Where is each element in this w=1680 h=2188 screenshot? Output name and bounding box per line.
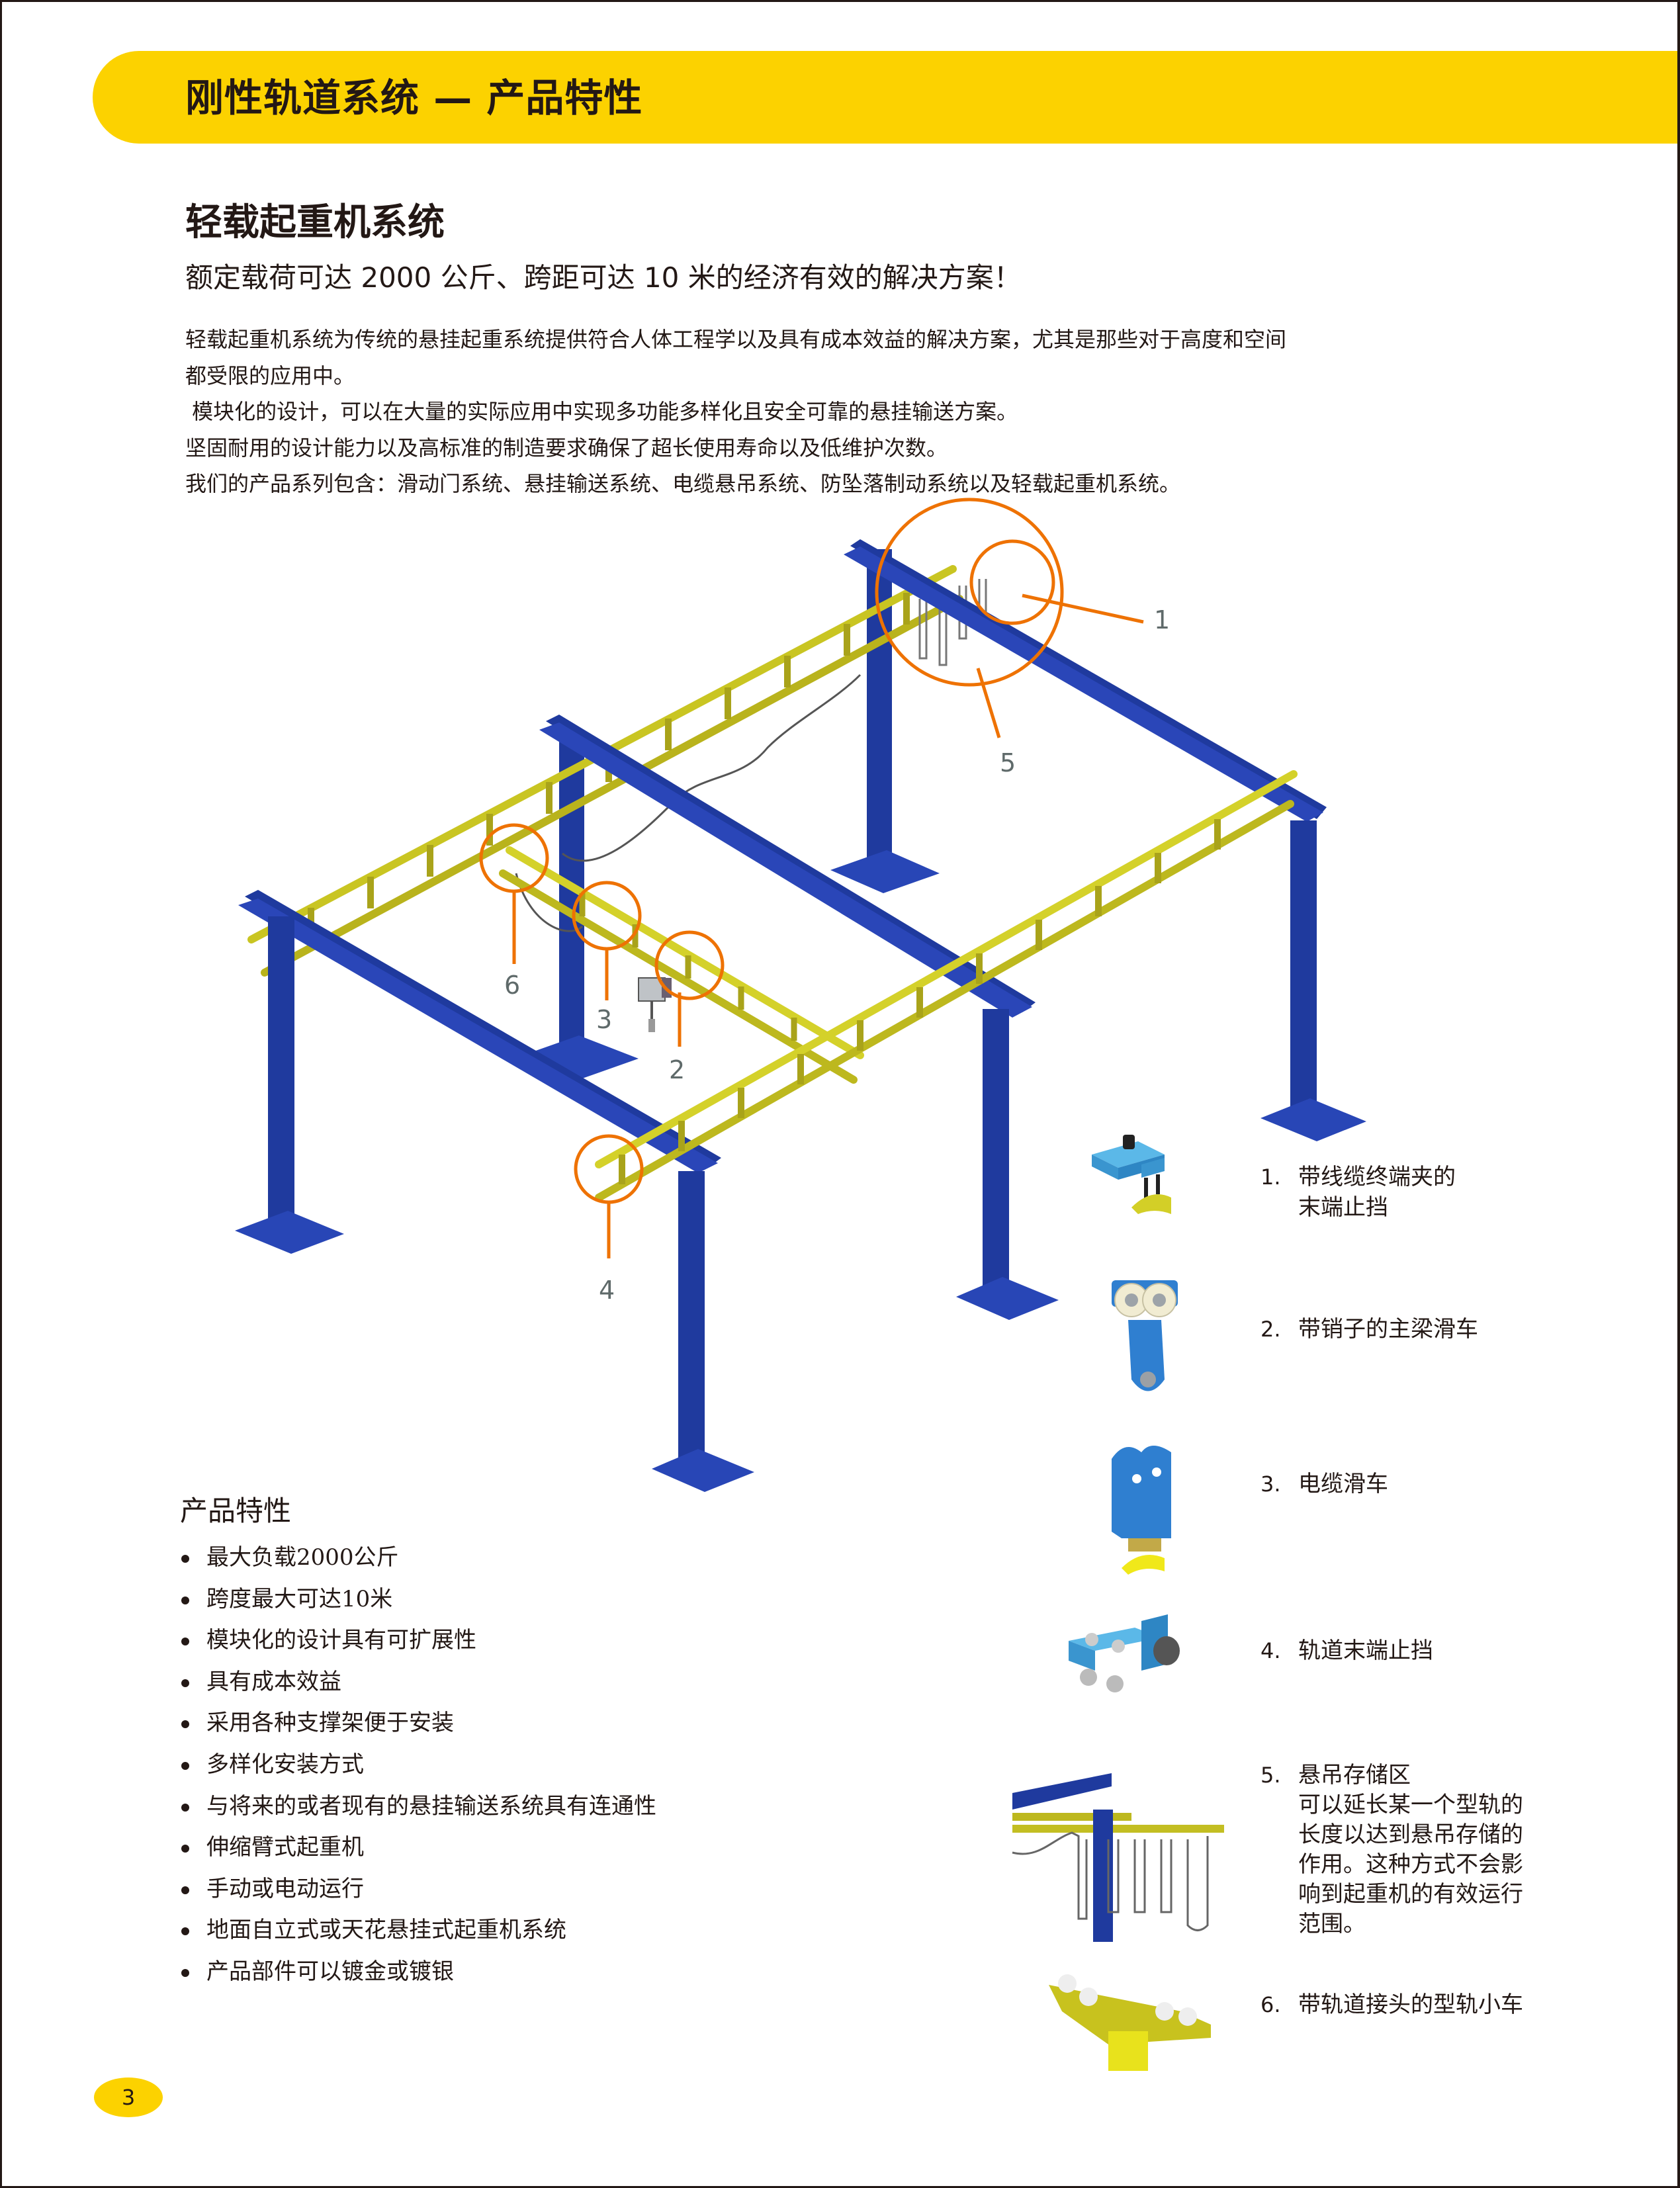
feature-item: 与将来的或者现有的悬挂输送系统具有连通性 <box>180 1786 656 1827</box>
callout-circle-1 <box>969 539 1055 625</box>
hoist-icon <box>638 977 672 1032</box>
callout-number-4: 4 <box>599 1276 615 1305</box>
feature-item: 具有成本效益 <box>180 1661 656 1703</box>
section-heading: 轻载起重机系统 <box>185 201 445 244</box>
page-number-badge: 3 <box>94 2078 163 2117</box>
callout-number-3: 3 <box>596 1005 612 1034</box>
intro-line: 轻载起重机系统为传统的悬挂起重系统提供符合人体工程学以及具有成本效益的解决方案，… <box>185 327 1287 352</box>
callout-leader-1 <box>1022 593 1144 624</box>
frame-legs-back <box>523 549 940 1078</box>
callouts <box>479 498 1144 1258</box>
intro-line: 坚固耐用的设计能力以及高标准的制造要求确保了超长使用寿命以及低维护次数。 <box>185 435 948 460</box>
intro-line: 我们的产品系列包含：滑动门系统、悬挂输送系统、电缆悬吊系统、防坠落制动系统以及轻… <box>185 471 1181 496</box>
frame-legs-front <box>235 820 1366 1492</box>
bullet-icon <box>181 1803 189 1812</box>
page-title: 刚性轨道系统 — 产品特性 <box>185 75 643 120</box>
bullet-icon <box>181 1555 189 1563</box>
bullet-icon <box>181 1761 189 1770</box>
callout-circle-5 <box>875 498 1064 687</box>
features-list: 最大负载2000公斤 跨度最大可达10米 模块化的设计具有可扩展性 具有成本效益… <box>180 1537 656 1993</box>
runway-rail-back-rungs <box>308 593 910 940</box>
bullet-icon <box>181 1679 189 1687</box>
intro-text: 轻载起重机系统为传统的悬挂起重系统提供符合人体工程学以及具有成本效益的解决方案，… <box>185 322 1476 502</box>
callout-number-2: 2 <box>669 1055 685 1084</box>
bullet-icon <box>181 1968 189 1977</box>
callout-number-1: 1 <box>1154 605 1170 635</box>
intro-line: 模块化的设计，可以在大量的实际应用中实现多功能多样化且安全可靠的悬挂输送方案。 <box>185 399 1018 424</box>
feature-item: 最大负载2000公斤 <box>180 1537 656 1579</box>
cable-trolley-icon <box>1112 1446 1171 1575</box>
bullet-icon <box>181 1845 189 1853</box>
rail-trolley-with-joint-icon <box>1049 1974 1211 2071</box>
rail-end-stop-icon <box>1069 1614 1180 1692</box>
bridge-rail <box>499 846 864 1084</box>
features-heading: 产品特性 <box>180 1495 292 1527</box>
bridge-rail-rungs <box>579 893 797 1041</box>
callout-leader-5 <box>976 668 1001 738</box>
end-stop-with-cable-clamp-icon <box>1092 1135 1171 1214</box>
feature-item: 模块化的设计具有可扩展性 <box>180 1620 656 1661</box>
runway-rail-front <box>595 770 1298 1202</box>
bullet-icon <box>181 1720 189 1729</box>
feature-item: 多样化安装方式 <box>180 1744 656 1786</box>
callout-number-5: 5 <box>1000 748 1016 777</box>
bullet-icon <box>181 1596 189 1604</box>
feature-item: 产品部件可以镀金或镀银 <box>180 1951 656 1993</box>
bullet-icon <box>181 1886 189 1894</box>
feature-item: 伸缩臂式起重机 <box>180 1827 656 1868</box>
bullet-icon <box>181 1638 189 1646</box>
header-banner: 刚性轨道系统 — 产品特性 <box>93 51 1680 144</box>
callout-circle-2 <box>654 930 725 1000</box>
frame-beams <box>238 539 1327 1173</box>
feature-item: 手动或电动运行 <box>180 1868 656 1910</box>
feature-item: 采用各种支撑架便于安装 <box>180 1702 656 1744</box>
bridge-trolley-with-pin-icon <box>1112 1280 1178 1391</box>
intro-line: 都受限的应用中。 <box>185 363 355 388</box>
feature-item: 地面自立式或天花悬挂式起重机系统 <box>180 1909 656 1951</box>
callout-number-6: 6 <box>504 971 520 1000</box>
section-subtitle: 额定载荷可达 2000 公斤、跨距可达 10 米的经济有效的解决方案！ <box>185 261 1022 294</box>
festoon-storage-area-icon <box>1012 1773 1224 1942</box>
runway-rail-front-rungs <box>619 819 1221 1184</box>
feature-item: 跨度最大可达10米 <box>180 1579 656 1620</box>
bullet-icon <box>181 1927 189 1936</box>
callout-numbers: 1 5 6 3 2 4 <box>504 605 1170 1305</box>
